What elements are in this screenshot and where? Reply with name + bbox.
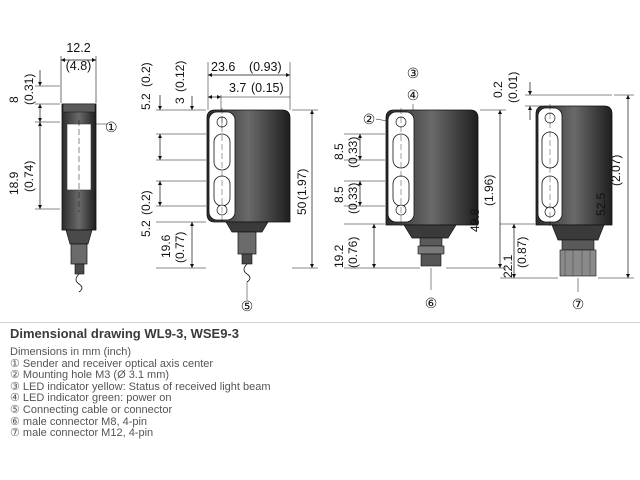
m12-connector-view: 0.2 (0.01) 22.1 (0.87) 52.5 (2.07) ⑦ bbox=[491, 72, 634, 312]
view2-top-inch: (0.2) bbox=[139, 62, 153, 87]
view3-hole1-inch: (0.33) bbox=[346, 137, 360, 168]
view2-width-inch: (0.93) bbox=[249, 60, 282, 74]
view2-top-label: 5.2 bbox=[139, 93, 153, 110]
view2-offset-label: 3.7 bbox=[229, 81, 246, 95]
callout-1: ① bbox=[105, 119, 118, 135]
callout-3: ③ bbox=[407, 65, 420, 81]
side-view: 12.2 (4.8) 8 (0.31) 18.9 (0.74) ① bbox=[7, 41, 118, 293]
divider bbox=[0, 322, 640, 323]
view1-top-inch: (0.31) bbox=[22, 74, 36, 105]
callout-4: ④ bbox=[407, 87, 420, 103]
callout-5: ⑤ bbox=[241, 298, 254, 314]
drawing-caption: Dimensional drawing WL9-3, WSE9-3 Dimens… bbox=[10, 326, 630, 440]
view4-top-inch: (0.01) bbox=[506, 72, 520, 103]
view1-width-inch: (4.8) bbox=[66, 59, 92, 73]
view2-height-label: 50 bbox=[295, 201, 309, 215]
caption-item-6: ⑥ male connector M8, 4-pin bbox=[10, 415, 148, 428]
view3-height-inch: (1.96) bbox=[482, 175, 496, 206]
m8-connector-view: ③ ④ ② 8.5 (0.33) 8.5 (0.33) 19.2 (0.76) bbox=[332, 65, 506, 311]
view3-hole1-label: 8.5 bbox=[332, 143, 346, 160]
view4-height-inch: (2.07) bbox=[609, 155, 623, 186]
view2-bottom-inch: (0.2) bbox=[139, 190, 153, 215]
cable-version-view: 23.6 (0.93) 3.7 (0.15) 5.2 (0.2) 3 bbox=[139, 60, 318, 314]
view4-height-label: 52.5 bbox=[594, 192, 608, 216]
caption-item-7: ⑦ male connector M12, 4-pin bbox=[10, 427, 154, 440]
callout-6: ⑥ bbox=[425, 295, 438, 311]
caption-item-4: ④ LED indicator green: power on bbox=[10, 392, 172, 405]
view2-top2-label: 3 bbox=[173, 97, 187, 104]
view2-bottom-label: 5.2 bbox=[139, 220, 153, 237]
view2-width-label: 23.6 bbox=[211, 60, 235, 74]
callout-2: ② bbox=[363, 111, 376, 127]
view4-conn-inch: (0.87) bbox=[515, 237, 529, 268]
caption-title: Dimensional drawing WL9-3, WSE9-3 bbox=[10, 326, 239, 341]
view1-width-label: 12.2 bbox=[66, 41, 90, 55]
caption-item-5: ⑤ Connecting cable or connector bbox=[10, 403, 173, 416]
caption-units: Dimensions in mm (inch) bbox=[10, 346, 132, 358]
view1-axis-inch: (0.74) bbox=[22, 161, 36, 192]
callout-7: ⑦ bbox=[572, 296, 585, 312]
view3-conn-inch: (0.76) bbox=[346, 237, 360, 268]
caption-item-1: ① Sender and receiver optical axis cente… bbox=[10, 357, 214, 370]
view2-top2-inch: (0.12) bbox=[173, 61, 187, 92]
view3-height-label: 49.8 bbox=[468, 208, 482, 232]
caption-item-3: ③ LED indicator yellow: Status of receiv… bbox=[10, 380, 271, 393]
dimensional-drawing: 12.2 (4.8) 8 (0.31) 18.9 (0.74) ① 23.6 (… bbox=[7, 41, 634, 314]
view2-height-inch: (1.97) bbox=[295, 169, 309, 200]
view2-cable-inch: (0.77) bbox=[173, 232, 187, 263]
view1-top-label: 8 bbox=[7, 96, 21, 103]
view4-conn-label: 22.1 bbox=[501, 254, 515, 278]
view4-top-label: 0.2 bbox=[491, 81, 505, 98]
view2-offset-inch: (0.15) bbox=[251, 81, 284, 95]
view1-axis-label: 18.9 bbox=[7, 171, 21, 195]
view3-hole2-label: 8.5 bbox=[332, 186, 346, 203]
view3-hole2-inch: (0.33) bbox=[346, 183, 360, 214]
caption-item-2: ② Mounting hole M3 (Ø 3.1 mm) bbox=[10, 369, 170, 382]
view3-conn-label: 19.2 bbox=[332, 244, 346, 268]
view2-cable-label: 19.6 bbox=[159, 234, 173, 258]
